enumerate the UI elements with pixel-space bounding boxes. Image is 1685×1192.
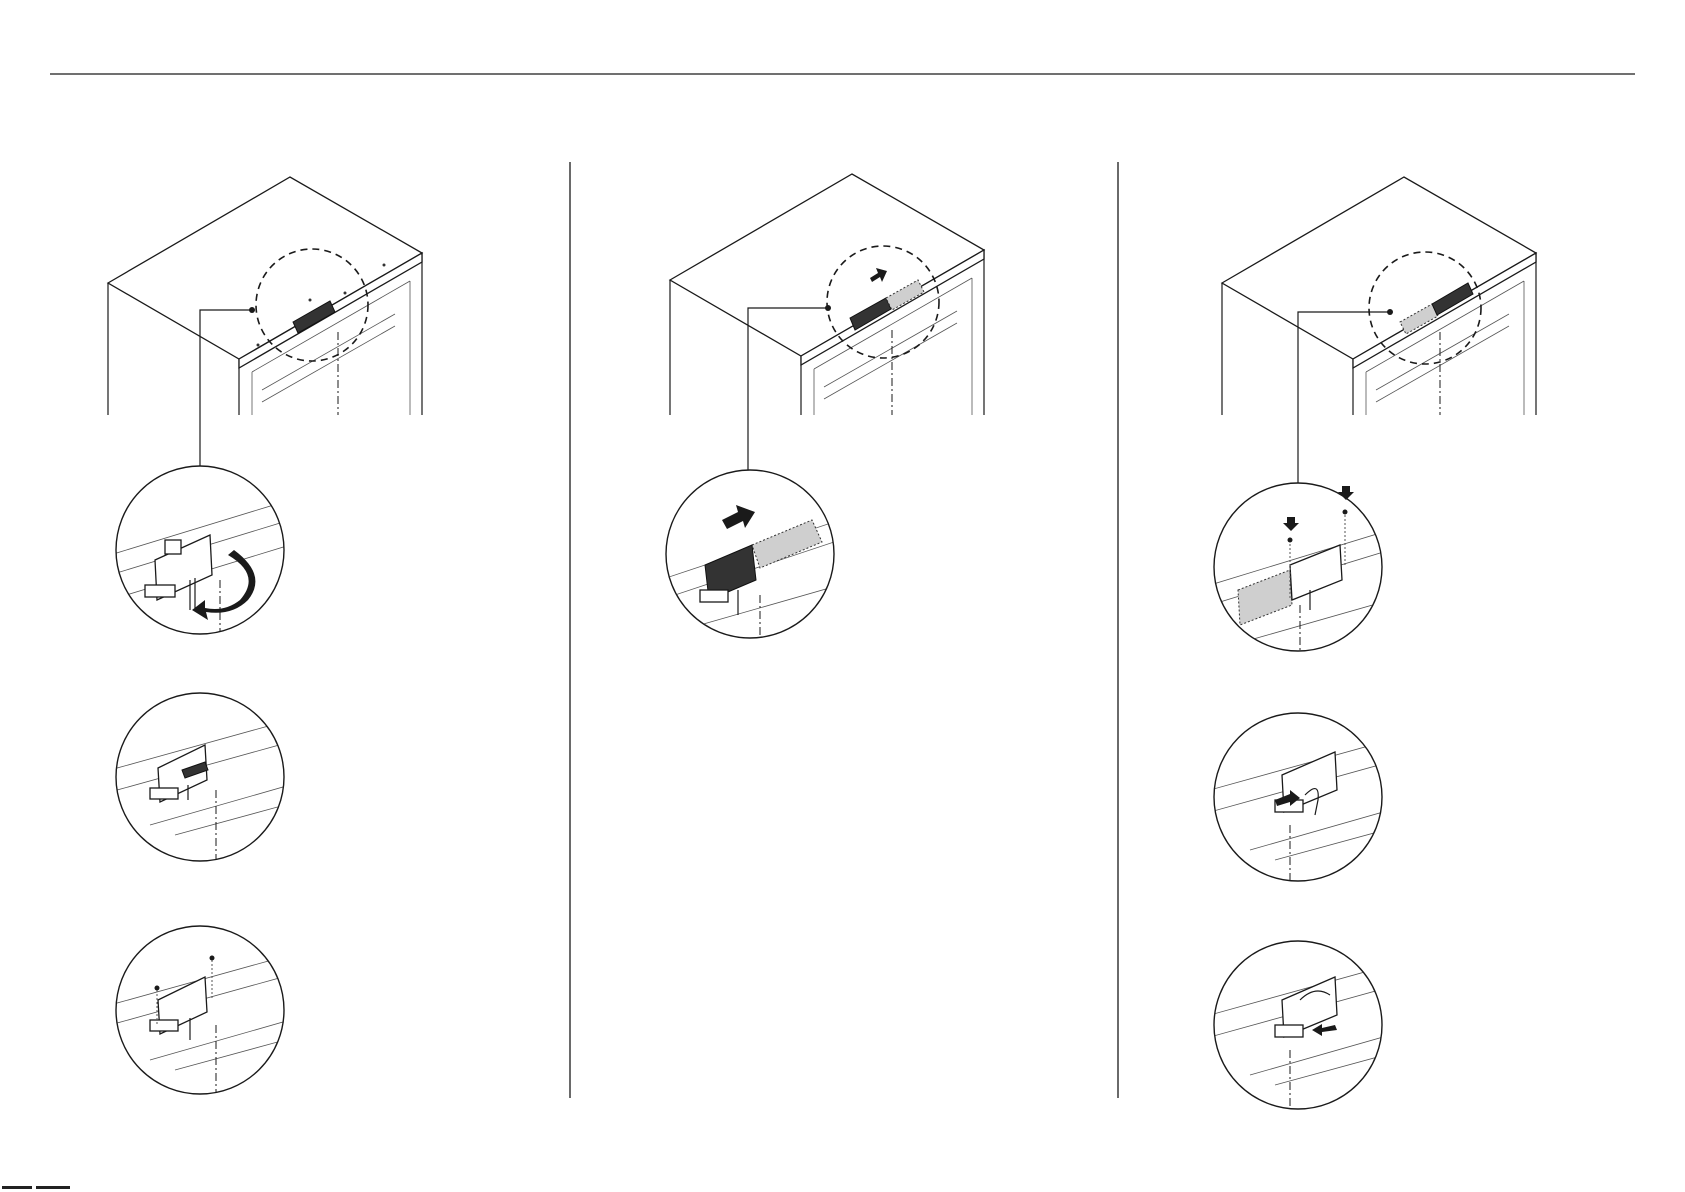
screw-icon (155, 986, 160, 991)
detail-2a (660, 470, 840, 650)
detail-1c (110, 926, 290, 1095)
step-column-3 (1210, 177, 1536, 1110)
screw-icon (1343, 510, 1348, 515)
step-column-1 (108, 177, 422, 1095)
screw-icon (1288, 538, 1293, 543)
cabinet-overview (108, 177, 422, 467)
cabinet-overview (1222, 177, 1536, 483)
step-column-2 (660, 174, 984, 650)
detail-1b (110, 693, 290, 861)
detail-3b (1210, 713, 1390, 890)
screw-icon (210, 956, 215, 961)
detail-3a (1210, 483, 1390, 660)
detail-3c (1210, 941, 1390, 1110)
detail-1a (110, 466, 290, 640)
footer-mark (0, 1186, 72, 1189)
cabinet-overview (670, 174, 984, 470)
